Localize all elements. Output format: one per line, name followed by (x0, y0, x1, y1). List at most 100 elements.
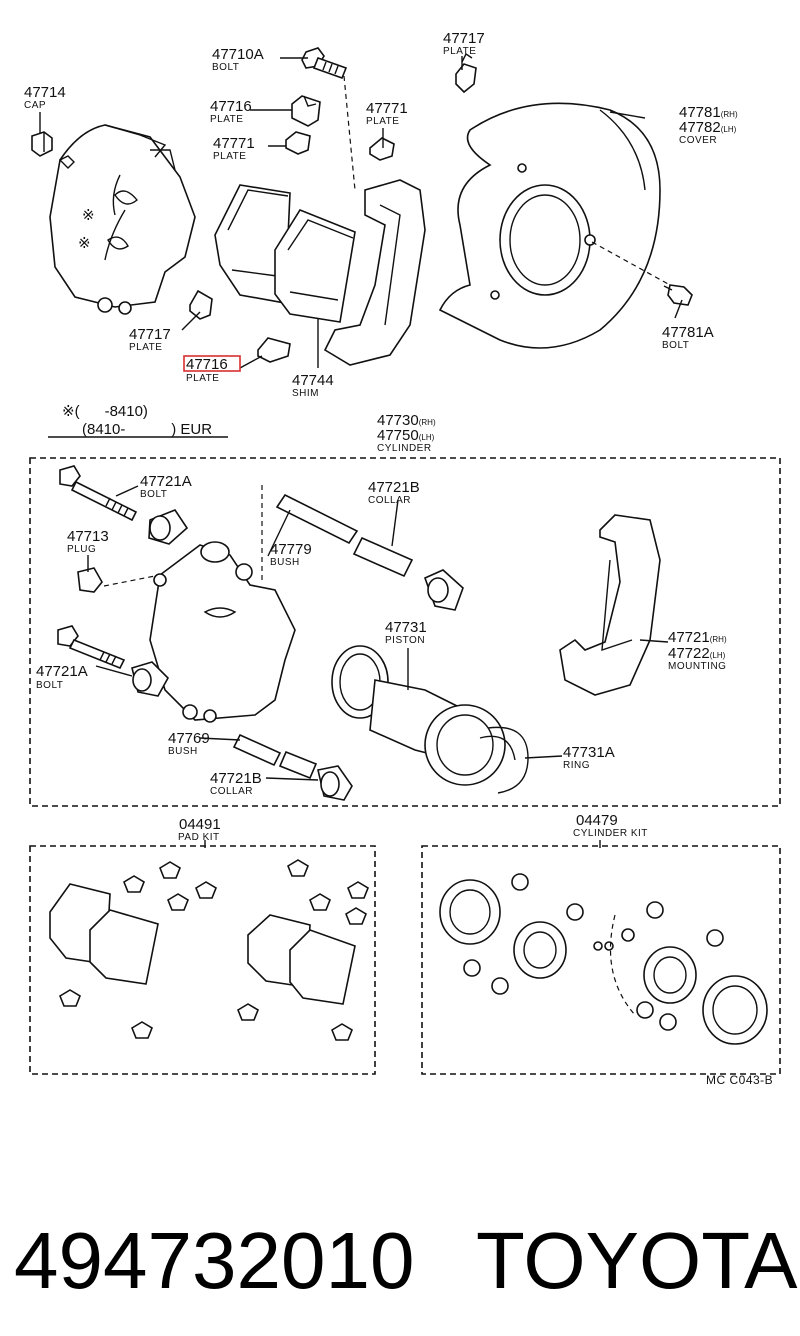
part-number: 04479 (576, 812, 618, 829)
part-name: CYLINDER KIT (573, 828, 648, 839)
label-47714: 47714 CAP (24, 84, 66, 111)
plate-47716-top (291, 95, 321, 127)
collar-47721B-bottom (232, 733, 353, 801)
part-number: 47721B (210, 770, 262, 787)
cylinder-kit-contents (439, 873, 768, 1045)
part-name: BOLT (140, 489, 167, 500)
part-number: 47771 (366, 100, 408, 117)
bolt-47710A (301, 47, 356, 191)
part-name: BUSH (270, 557, 300, 568)
label-47781A: 47781A BOLT (662, 324, 714, 351)
bolt-47721A-bottom (57, 625, 126, 670)
applicability-note: ※( -8410) (8410- ) EUR (62, 403, 212, 438)
label-47721A-top: 47721A BOLT (140, 473, 192, 500)
part-number: 04491 (179, 816, 221, 833)
part-name: PLATE (186, 373, 219, 384)
label-47717-top: 47717 PLATE (443, 30, 485, 57)
part-name: PLATE (366, 116, 399, 127)
mounting-bracket-upper (323, 179, 426, 366)
part-number: 47731 (385, 619, 427, 636)
bolt-47781A (663, 284, 693, 306)
part-number: 47779 (270, 541, 312, 558)
asterisk-mark-2: ※ (78, 235, 91, 252)
label-47779: 47779 BUSH (270, 541, 312, 568)
part-number: 47721A (36, 663, 88, 680)
part-number: 47710A (212, 46, 264, 63)
bolt-47721A-top (59, 465, 138, 522)
part-number: 47716 (186, 356, 228, 373)
asterisk-mark-1: ※ (82, 207, 95, 224)
part-number: 47717 (443, 30, 485, 47)
part-name: SHIM (292, 388, 319, 399)
note-line-2: (8410- ) EUR (82, 421, 212, 438)
part-number-lh: 47782(LH) (679, 119, 737, 136)
mounting-47721 (559, 514, 661, 696)
part-name: PLATE (210, 114, 243, 125)
part-name: CYLINDER (377, 443, 432, 454)
part-number: 47769 (168, 730, 210, 747)
label-47721B-bottom: 47721B COLLAR (210, 770, 262, 797)
pad-kit-box (29, 845, 376, 1075)
label-04479: 04479 CYLINDER KIT (573, 812, 648, 839)
footer-part-number: 494732010 (14, 1216, 414, 1305)
part-name: BOLT (36, 680, 63, 691)
label-04491: 04491 PAD KIT (178, 816, 221, 843)
part-name: CAP (24, 100, 46, 111)
caliper-body-upper: ※ ※ (49, 124, 196, 315)
part-number: 47716 (210, 98, 252, 115)
part-number: 47721A (140, 473, 192, 490)
label-47769: 47769 BUSH (168, 730, 210, 757)
note-line-1: ※( -8410) (62, 403, 148, 420)
part-name: PLATE (129, 342, 162, 353)
part-name: COLLAR (210, 786, 253, 797)
plate-47716-lower (257, 337, 291, 363)
label-47771-left: 47771 PLATE (213, 135, 255, 162)
label-47721B-top: 47721B COLLAR (368, 479, 420, 506)
part-number: 47713 (67, 528, 109, 545)
bushing-bottom (131, 661, 169, 697)
brake-pad-front (214, 184, 291, 304)
bushing-top (148, 509, 189, 545)
piston-47731 (331, 645, 506, 786)
part-number-rh: 47781(RH) (679, 104, 738, 121)
part-number: 47717 (129, 326, 171, 343)
part-name: COLLAR (368, 495, 411, 506)
part-number: 47714 (24, 84, 66, 101)
label-47781-47782: 47781(RH) 47782(LH) COVER (679, 104, 738, 146)
brake-pad-rear (274, 209, 356, 323)
label-47744: 47744 SHIM (292, 372, 334, 399)
label-47717-lower: 47717 PLATE (129, 326, 171, 353)
part-name: BOLT (662, 340, 689, 351)
cap-47714 (31, 131, 53, 157)
part-name: BUSH (168, 746, 198, 757)
part-number-rh: 47730(RH) (377, 412, 436, 429)
part-number: 47744 (292, 372, 334, 389)
part-number-lh: 47750(LH) (377, 427, 435, 444)
label-47771-right: 47771 PLATE (366, 100, 408, 127)
label-47721A-bottom: 47721A BOLT (36, 663, 88, 691)
part-number-rh: 47721(RH) (668, 629, 727, 646)
plate-47771-left (285, 131, 311, 155)
footer-brand: TOYOTA (476, 1216, 798, 1305)
cylinder-body (149, 541, 296, 723)
part-number: 47781A (662, 324, 714, 341)
part-name: RING (563, 760, 590, 771)
part-name: PISTON (385, 635, 425, 646)
part-name: PLUG (67, 544, 96, 555)
diagram-code: MC C043-B (706, 1073, 773, 1087)
part-name: BOLT (212, 62, 239, 73)
part-name: PAD KIT (178, 832, 220, 843)
label-47716-top: 47716 PLATE (210, 98, 252, 125)
plate-47717-top (455, 52, 477, 94)
cylinder-kit-box (421, 845, 781, 1075)
plate-47771-right (369, 137, 395, 161)
label-47730-47750: 47730(RH) 47750(LH) CYLINDER (377, 412, 436, 454)
collar-47721B-top (275, 493, 464, 611)
part-number: 47721B (368, 479, 420, 496)
label-47721-47722: 47721(RH) 47722(LH) MOUNTING (668, 629, 727, 672)
highlight-47716 (183, 355, 241, 372)
plate-47717-lower (189, 289, 213, 320)
part-number: 47771 (213, 135, 255, 152)
dust-cover-disc (438, 102, 671, 349)
